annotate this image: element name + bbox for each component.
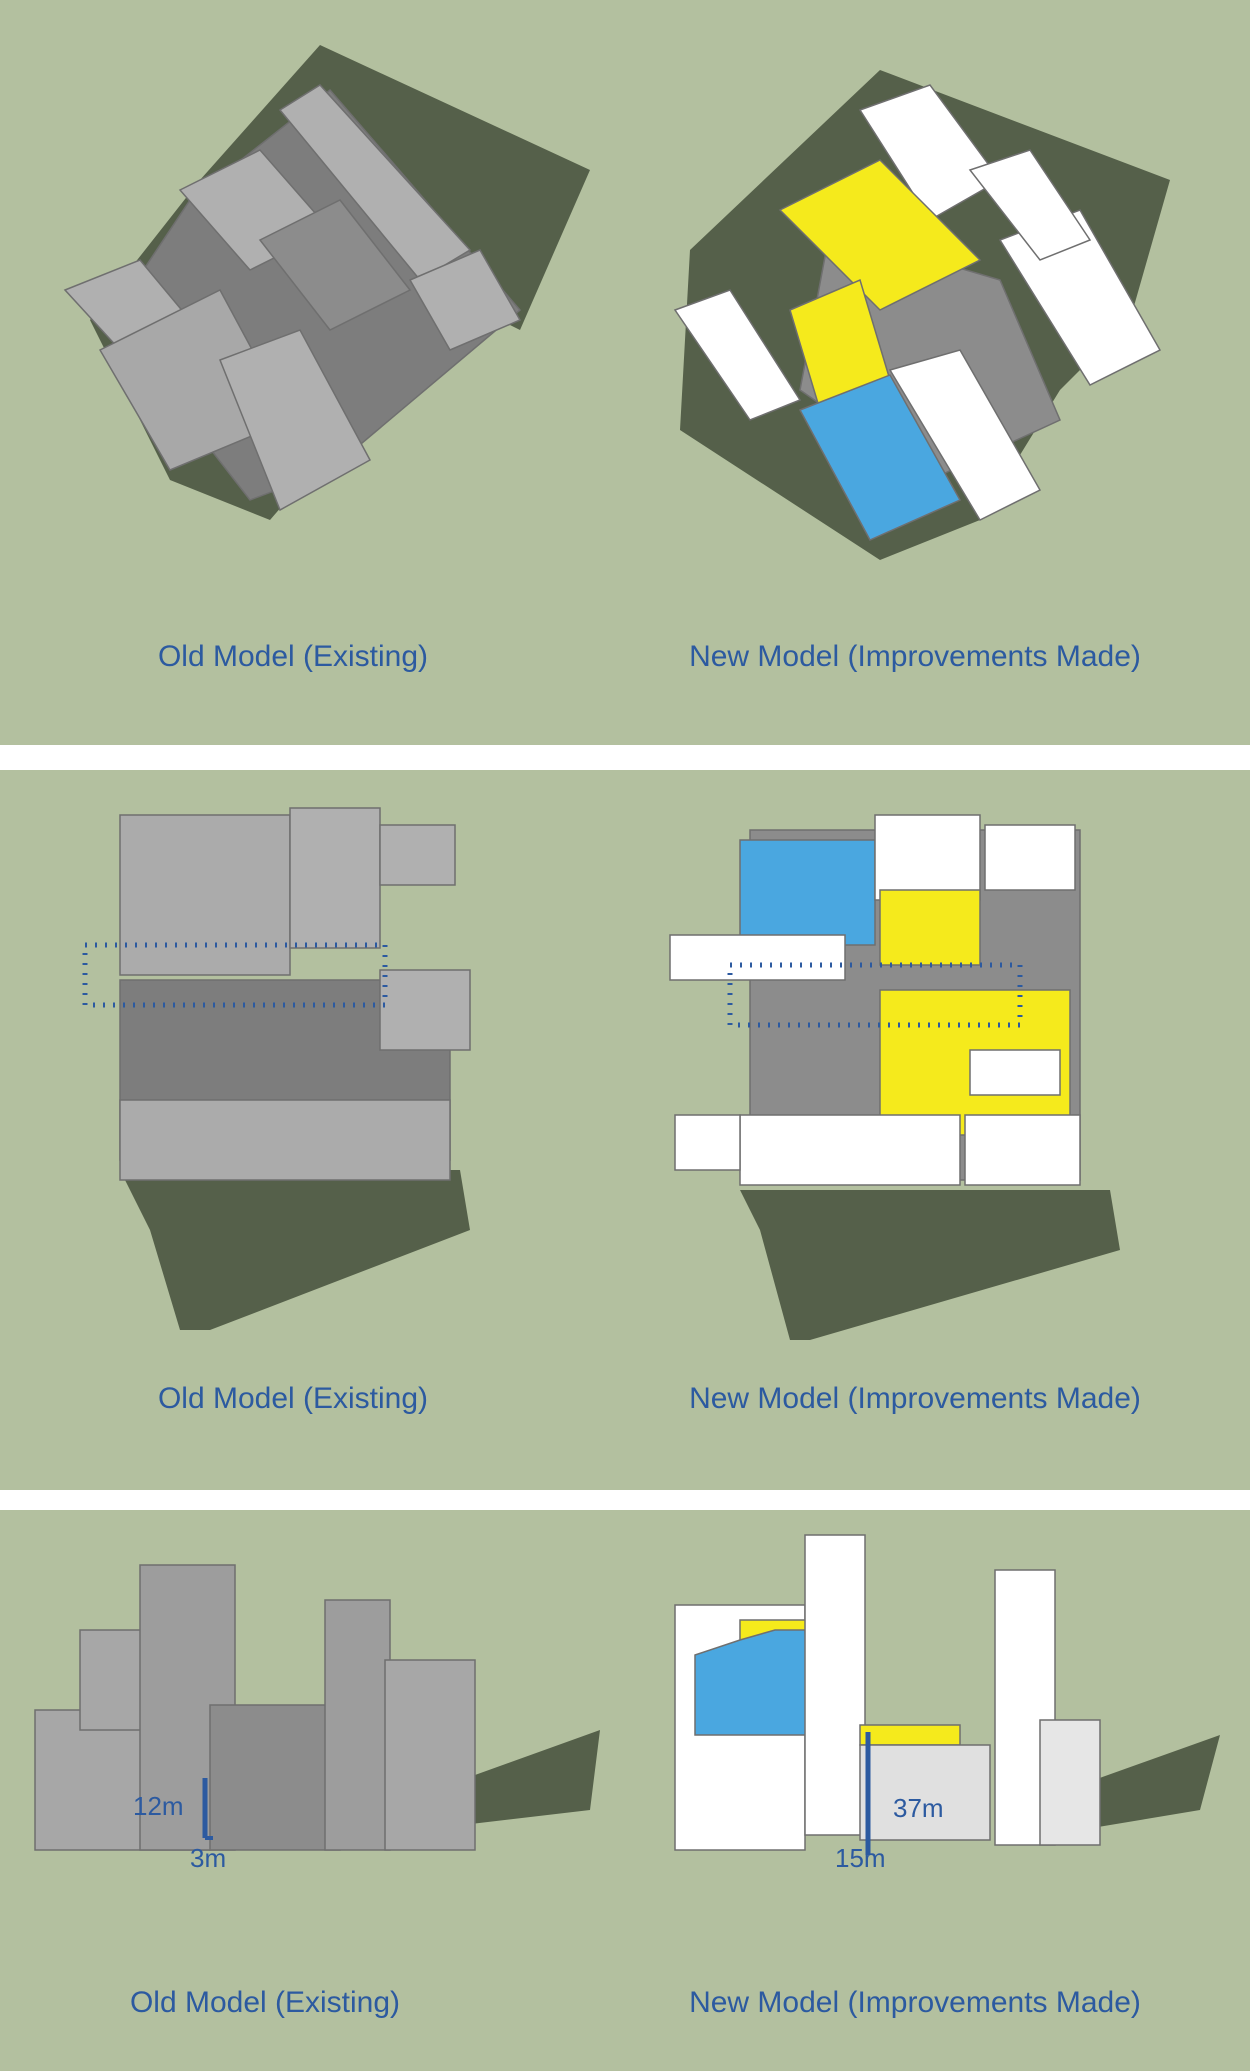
old-block-north bbox=[278, 84, 472, 281]
old-plan-shadow bbox=[120, 1170, 470, 1330]
caption-new-model-elevation: New Model (Improvements Made) bbox=[689, 1986, 1141, 2019]
old-model-plan bbox=[82, 807, 471, 1330]
panel-axonometric: Old Model (Existing) New Model (Improvem… bbox=[0, 0, 1250, 745]
new-elev-block-east bbox=[1039, 1719, 1101, 1846]
old-plan-block-northwest bbox=[119, 814, 291, 976]
old-plan-block-east bbox=[379, 969, 471, 1051]
old-elev-block-center bbox=[209, 1704, 341, 1851]
new-plan-dotted-zone bbox=[727, 962, 1023, 1028]
old-block-center bbox=[258, 199, 412, 331]
caption-old-model-plan: Old Model (Existing) bbox=[157, 1382, 429, 1415]
old-height-label: 12m bbox=[133, 1791, 184, 1821]
new-yellow-north bbox=[778, 159, 982, 311]
new-height-label: 37m bbox=[893, 1793, 944, 1823]
new-model-axonometric bbox=[673, 70, 1170, 560]
new-plan-white-bar bbox=[669, 934, 846, 981]
new-white-west bbox=[673, 289, 802, 421]
caption-old-model: Old Model (Existing) bbox=[157, 640, 429, 673]
caption-new-model: New Model (Improvements Made) bbox=[689, 640, 1141, 673]
new-elev-yellow-east bbox=[859, 1724, 961, 1746]
new-elev-block-center bbox=[859, 1744, 991, 1841]
new-plan-white-east bbox=[969, 1049, 1061, 1096]
panel-elevation: 12m 3m 37m 15m Old Model (Existing) New … bbox=[0, 1510, 1250, 2071]
new-plan-white-southwest bbox=[674, 1114, 741, 1171]
caption-old-model-elevation: Old Model (Existing) bbox=[129, 1986, 401, 2019]
new-plan-white-north-tower bbox=[874, 814, 981, 901]
new-plan-white-south bbox=[739, 1114, 961, 1186]
new-plan-yellow-north bbox=[879, 889, 981, 966]
new-plan-blue-plaza bbox=[739, 839, 876, 946]
old-block-east bbox=[408, 249, 522, 351]
old-model-axonometric bbox=[63, 45, 590, 520]
new-plan-shadow bbox=[740, 1190, 1120, 1340]
old-plan-dotted-zone bbox=[82, 942, 388, 1008]
old-model-elevation bbox=[34, 1564, 600, 1851]
caption-new-model-plan: New Model (Improvements Made) bbox=[689, 1382, 1141, 1415]
old-plan-block-south bbox=[119, 1099, 451, 1181]
axonometric-diagram bbox=[63, 45, 1170, 560]
elevation-diagram: 12m 3m 37m 15m bbox=[34, 1534, 1220, 1873]
new-model-plan bbox=[669, 814, 1120, 1340]
new-width-label: 15m bbox=[835, 1843, 886, 1873]
old-width-label: 3m bbox=[190, 1843, 226, 1873]
new-white-northeast bbox=[968, 149, 1092, 261]
old-block-south bbox=[219, 329, 372, 512]
new-plan-white-northeast bbox=[984, 824, 1076, 891]
new-blue-plaza bbox=[798, 374, 962, 541]
old-plan-block-northeast bbox=[379, 824, 456, 886]
plan-diagram bbox=[82, 807, 1120, 1340]
panel-plan: Old Model (Existing) New Model (Improvem… bbox=[0, 770, 1250, 1490]
old-elev-tower-east bbox=[324, 1599, 391, 1851]
old-plan-block-north-tall bbox=[289, 807, 381, 949]
new-white-southeast bbox=[888, 349, 1042, 521]
new-plan-white-southeast bbox=[964, 1114, 1081, 1186]
new-model-elevation bbox=[674, 1534, 1220, 1855]
old-elev-block-east bbox=[384, 1659, 476, 1851]
new-elev-tower-center bbox=[804, 1534, 866, 1836]
